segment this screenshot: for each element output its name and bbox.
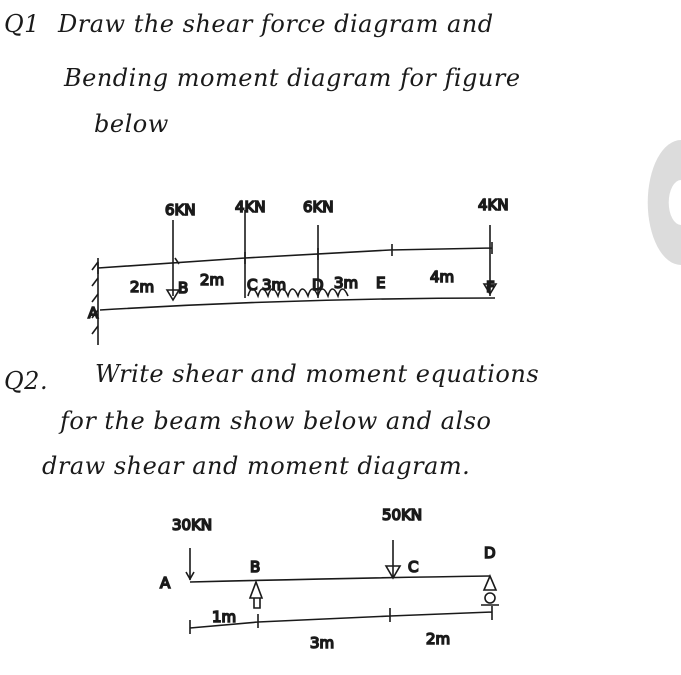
q2-point-d: D (484, 544, 496, 562)
q2-text-line-2: for the beam show below and also (60, 407, 492, 435)
point-e: E (376, 274, 385, 292)
q2-beam-diagram: 30KN 50KN A B C D 1m 3m 2m (159, 505, 499, 653)
load-label-d: 6KN (303, 198, 334, 216)
load-label-c: 4KN (235, 198, 266, 216)
point-c: C (247, 276, 257, 294)
q2-text-line-3: draw shear and moment diagram. (42, 452, 471, 480)
point-b: B (178, 279, 188, 297)
q2-text-line-1: Write shear and moment equations (95, 360, 540, 388)
roller-support-d (482, 573, 498, 591)
q2-beam (189, 575, 491, 583)
q2-number: Q2. (4, 367, 49, 395)
pin-support-b (248, 579, 264, 609)
q1-beam (99, 297, 496, 311)
span-bc: 2m (200, 271, 224, 289)
q1-number: Q1 (4, 10, 40, 38)
q1-text-line-3: below (94, 110, 169, 138)
arrowhead-b (165, 289, 181, 302)
point-d: D (312, 276, 324, 294)
span-cd: 3m (262, 276, 286, 294)
gray-circle-overlay (647, 140, 681, 265)
span-1m: 1m (212, 608, 236, 626)
roller-wheel (484, 592, 496, 604)
udl-coils (247, 288, 349, 299)
span-ef: 4m (430, 268, 454, 286)
span-2m: 2m (426, 630, 450, 648)
arrowhead-f (482, 283, 498, 296)
point-a: A (88, 304, 99, 322)
load-label-a: 30KN (172, 516, 212, 534)
load-label-b: 6KN (165, 201, 196, 219)
q1-beam-diagram: 6KN 4KN 6KN 4KN A B C D E F 2m 2m 3m 3m … (87, 195, 509, 345)
span-ab: 2m (130, 278, 154, 296)
q1-dimension-line (97, 242, 493, 274)
q1-text-line-2: Bending moment diagram for figure (64, 64, 521, 92)
q2-point-b: B (250, 558, 260, 576)
arrowhead-a (185, 571, 195, 581)
wall-hatching (91, 261, 99, 335)
gray-circle-inner (668, 180, 681, 225)
q2-dimension-line (189, 606, 493, 634)
span-3m: 3m (310, 634, 334, 652)
point-f: F (486, 278, 495, 296)
load-label-f: 4KN (478, 196, 509, 214)
span-de: 3m (334, 274, 358, 292)
q1-text-line-1: Draw the shear force diagram and (58, 10, 494, 38)
q2-point-c: C (408, 558, 418, 576)
arrowhead-c2 (384, 565, 402, 580)
load-label-c2: 50KN (382, 506, 422, 524)
q2-point-a: A (160, 574, 171, 592)
